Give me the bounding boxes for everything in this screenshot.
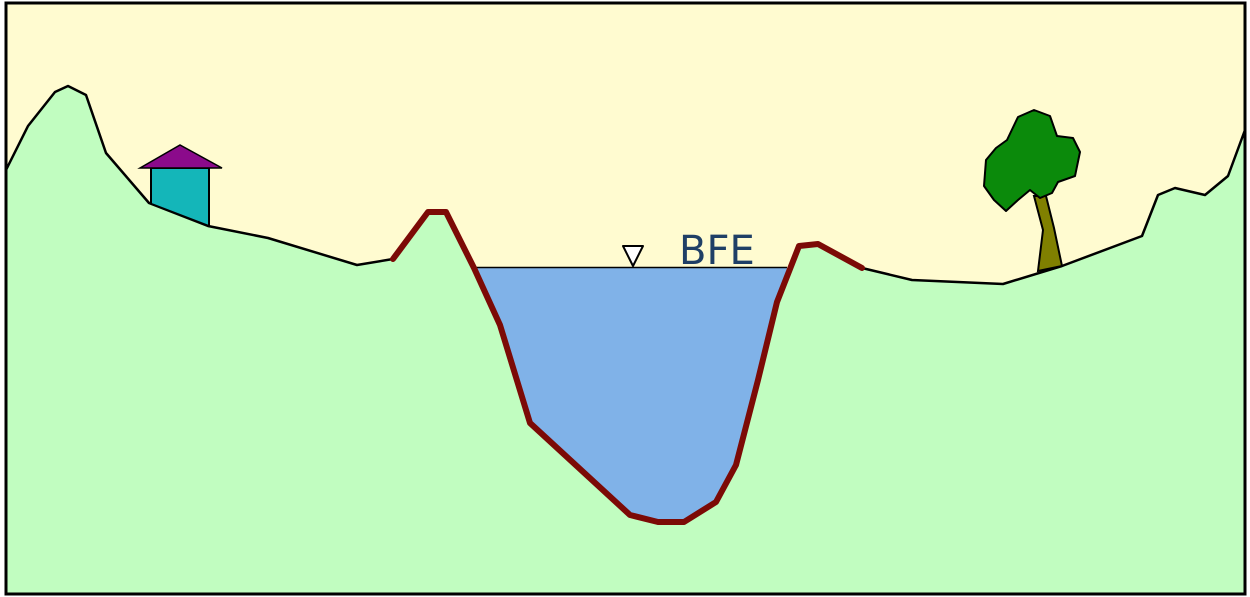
ground-terrain (6, 86, 1245, 594)
house (137, 144, 223, 228)
terrain-outline-right (861, 129, 1247, 286)
terrain-outline-left (4, 84, 394, 267)
tree (983, 109, 1081, 273)
water-level-marker-icon (622, 245, 644, 267)
diagram-border (4, 1, 1247, 596)
channel-bank-line (390, 209, 865, 525)
channel-water (474, 268, 787, 522)
tree-foliage (983, 109, 1081, 212)
bfe-label: BFE (679, 228, 755, 274)
house-roof (137, 144, 223, 169)
